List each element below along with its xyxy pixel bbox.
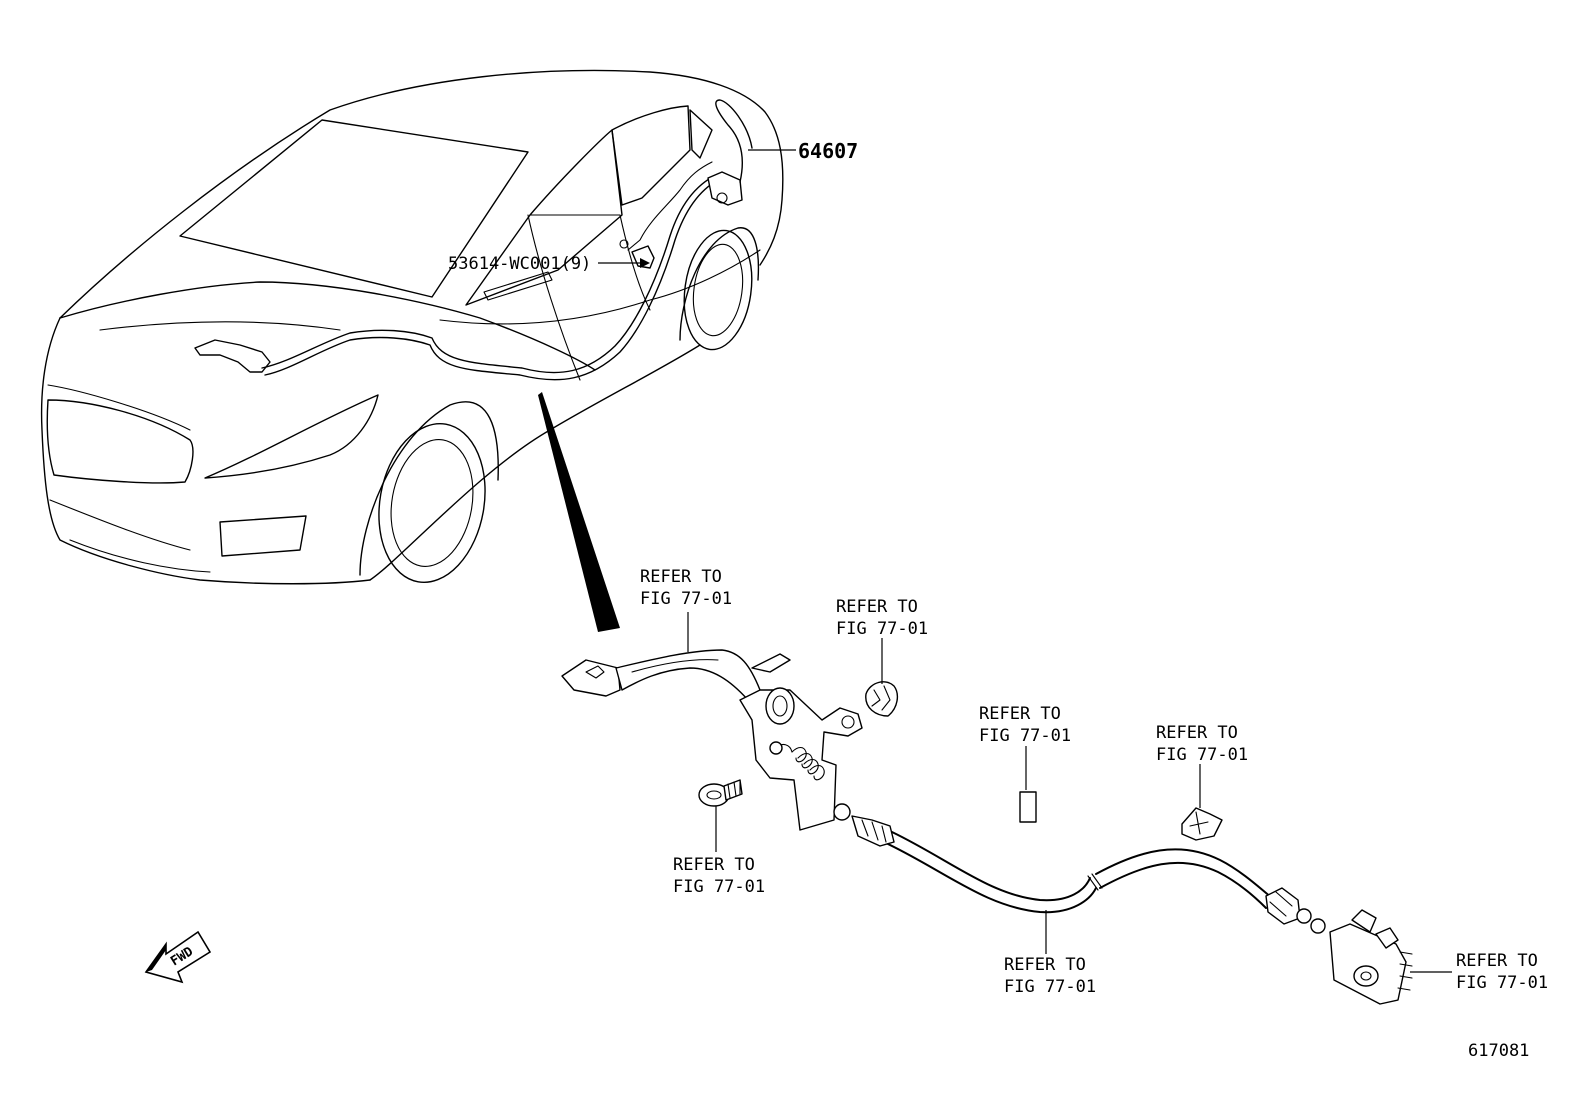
- refer-2-line2: FIG 77-01: [836, 619, 928, 639]
- refer-6-line2: FIG 77-01: [1004, 977, 1096, 997]
- pointer-wedge: [538, 392, 620, 632]
- refer-6-line1: REFER TO: [1004, 955, 1086, 975]
- leader-53614-arrow: [640, 258, 650, 268]
- cable-clip-grommet: [865, 681, 899, 717]
- refer-1-line1: REFER TO: [640, 567, 722, 587]
- refer-5-line2: FIG 77-01: [673, 877, 765, 897]
- refer-7-line1: REFER TO: [1456, 951, 1538, 971]
- fwd-arrow-icon: FWD: [144, 930, 212, 984]
- refer-4-line2: FIG 77-01: [1156, 745, 1248, 765]
- hood-release-cable: [833, 803, 1326, 934]
- refer-7-line2: FIG 77-01: [1456, 973, 1548, 993]
- refer-3-line1: REFER TO: [979, 704, 1061, 724]
- label-64607: 64607: [798, 139, 858, 163]
- label-sticker: [1019, 791, 1037, 823]
- refer-4-line1: REFER TO: [1156, 723, 1238, 743]
- refer-1-line2: FIG 77-01: [640, 589, 732, 609]
- refer-3-line2: FIG 77-01: [979, 726, 1071, 746]
- refer-5-line1: REFER TO: [673, 855, 755, 875]
- refer-2-line1: REFER TO: [836, 597, 918, 617]
- cable-route-on-car: [194, 99, 753, 381]
- cable-retainer-clip: [1181, 807, 1223, 841]
- hood-lock-latch: [1329, 909, 1413, 1005]
- figure-number: 617081: [1468, 1041, 1529, 1061]
- label-53614-wc001: 53614-WC001(9): [448, 254, 591, 274]
- hood-release-lever-assembly: [561, 649, 863, 831]
- mounting-screw: [698, 779, 743, 807]
- car-illustration: [40, 69, 784, 585]
